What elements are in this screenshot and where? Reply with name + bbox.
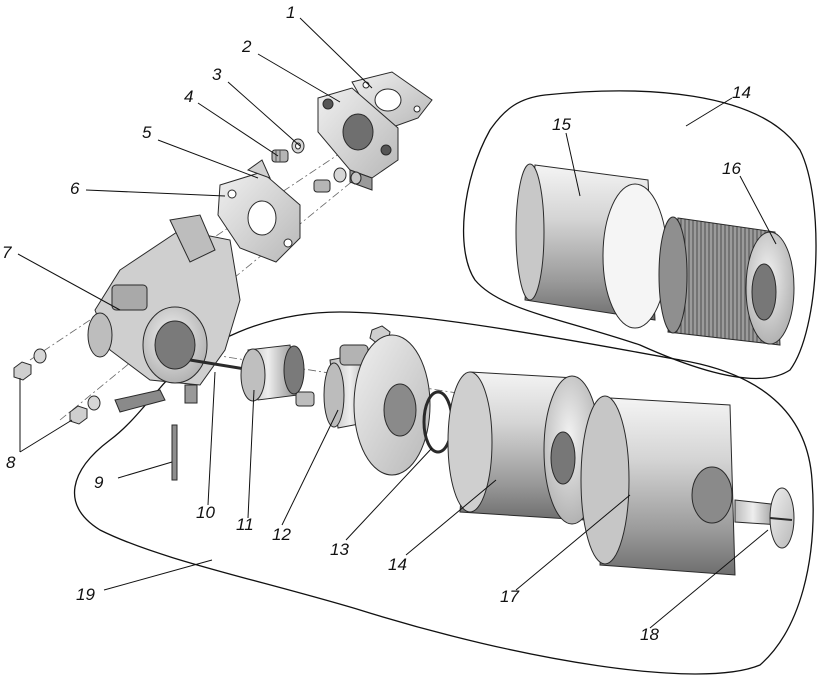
part-3-washer-upper xyxy=(291,138,305,154)
callout-9: 9 xyxy=(94,473,104,492)
callout-12: 12 xyxy=(272,525,291,544)
part-11-sleeve xyxy=(240,344,305,402)
part-9-pin xyxy=(171,424,178,481)
screw-washer-lower xyxy=(313,167,362,193)
callout-2: 2 xyxy=(241,37,252,56)
part-2-flange xyxy=(317,87,399,191)
part-15-housing-sleeve xyxy=(515,163,668,329)
callout-16: 16 xyxy=(722,159,741,178)
part-6-carburetor-gasket xyxy=(217,159,301,263)
part-13-sealing-ring xyxy=(353,334,454,476)
callout-10: 10 xyxy=(196,503,215,522)
callout-14-spare: 14 xyxy=(732,83,751,102)
callout-5: 5 xyxy=(142,123,152,142)
part-16-filter-element xyxy=(658,216,795,346)
group-outline-19-air-filter-assembly xyxy=(73,311,814,675)
callout-3: 3 xyxy=(212,65,222,84)
callout-19: 19 xyxy=(76,585,95,604)
callout-14-assembly: 14 xyxy=(388,555,407,574)
callout-6: 6 xyxy=(70,179,80,198)
leader-lines xyxy=(17,17,777,629)
group-outline-14-spare-filter xyxy=(462,90,817,380)
part-7-carburetor xyxy=(87,214,241,413)
callout-labels: 1 2 3 4 5 6 7 8 9 10 11 12 13 14 14 15 1… xyxy=(2,3,751,644)
callout-7: 7 xyxy=(2,243,12,262)
callout-13: 13 xyxy=(330,540,349,559)
callout-8: 8 xyxy=(6,453,16,472)
callout-15: 15 xyxy=(552,115,571,134)
part-18-stud-plate xyxy=(734,487,795,549)
part-1-gasket xyxy=(351,71,433,129)
part-8-nuts-washers xyxy=(13,348,101,425)
callout-17: 17 xyxy=(500,587,519,606)
callout-1: 1 xyxy=(286,3,295,22)
callout-18: 18 xyxy=(640,625,659,644)
part-14-filter-housing xyxy=(447,371,601,525)
callout-4: 4 xyxy=(184,87,193,106)
part-17-filter-cover xyxy=(580,395,736,576)
callout-11: 11 xyxy=(236,515,254,534)
part-4-screw-upper xyxy=(271,149,289,163)
